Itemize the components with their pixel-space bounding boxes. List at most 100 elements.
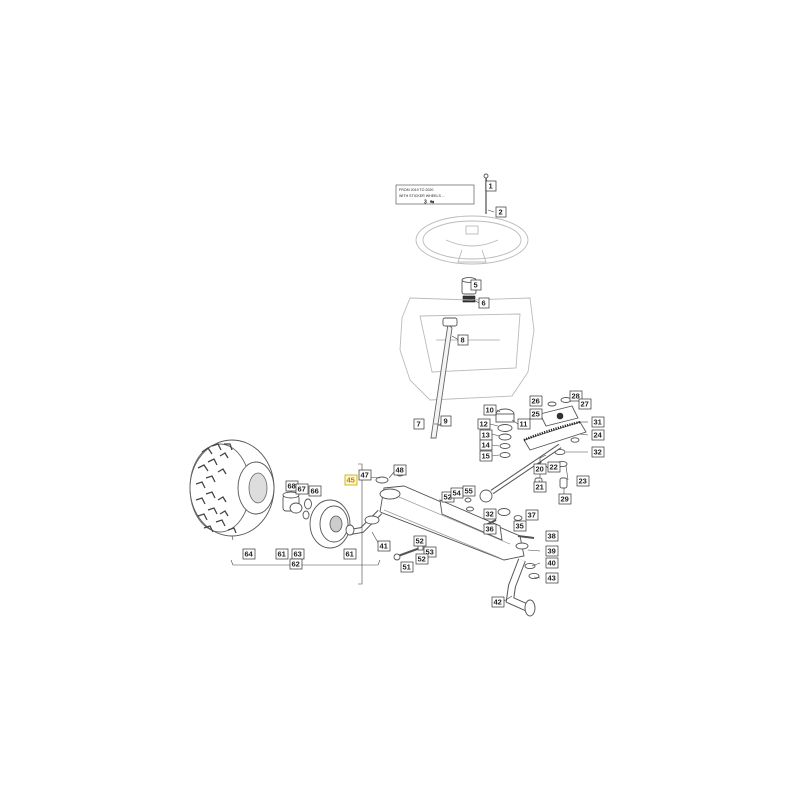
part-number-text: 14 [482, 441, 491, 450]
part-number-text: 53 [426, 548, 434, 557]
part-number-text: 48 [396, 466, 404, 475]
label-36: 36 [483, 523, 497, 535]
part-number-text: 13 [482, 431, 490, 440]
label-28: 28 [569, 390, 583, 402]
label-35: 35 [513, 520, 527, 532]
pinion-gear-assembly [495, 408, 515, 458]
label-24: 24 [591, 429, 605, 441]
part-number-text: 37 [528, 511, 536, 520]
label-64: 64 [242, 548, 256, 560]
label-47: 47 [358, 469, 372, 481]
part-number-text: 39 [548, 547, 556, 556]
label-8: 8 [457, 334, 469, 346]
label-54: 54 [450, 487, 464, 499]
label-61a: 61 [275, 548, 289, 560]
variant-note: FROM 2019 TO 2020 WITH STICKER WHEELS ..… [395, 184, 475, 206]
part-number-text: 25 [532, 410, 540, 419]
label-52b: 52 [413, 535, 427, 547]
part-number-text: 27 [581, 400, 589, 409]
part-number-text: 41 [380, 542, 388, 551]
part-number-text: 45 [347, 476, 355, 485]
label-43: 43 [545, 572, 559, 584]
label-32b: 32 [483, 508, 497, 520]
note-line-2: WITH STICKER WHEELS ... [399, 194, 445, 198]
label-48: 48 [393, 464, 407, 476]
part-number-text: 6 [482, 299, 486, 308]
part-number-text: 21 [536, 483, 544, 492]
note-symbol: ⇆ [430, 199, 435, 206]
label-37: 37 [525, 509, 539, 521]
tie-rod [479, 443, 562, 503]
label-42: 42 [491, 596, 505, 608]
part-number-text: 63 [294, 550, 302, 559]
part-number-text: 61 [346, 550, 354, 559]
leader-lines [231, 177, 589, 602]
label-2: 2 [495, 206, 507, 218]
label-15: 15 [479, 450, 493, 462]
label-12: 12 [477, 418, 491, 430]
part-number-text: 10 [486, 406, 494, 415]
right-spindle [505, 542, 540, 617]
label-38: 38 [545, 530, 559, 542]
label-52c: 52 [415, 553, 429, 565]
part-number-text: 51 [403, 563, 411, 572]
note-line-1: FROM 2019 TO 2020 [399, 188, 433, 192]
part-number-text: 5 [474, 281, 478, 290]
label-45: 45 [344, 474, 358, 486]
label-25: 25 [529, 408, 543, 420]
wheel-rim [309, 499, 355, 549]
part-number-text: 22 [550, 463, 558, 472]
part-number-text: 28 [572, 392, 580, 401]
part-number-text: 24 [594, 431, 603, 440]
part-number-text: 35 [516, 522, 524, 531]
label-6: 6 [478, 297, 490, 309]
label-5: 5 [470, 279, 482, 291]
part-labels: 1 2 5 6 8 7 9 10 11 12 13 14 15 26 28 27… [242, 180, 605, 608]
part-number-text: 62 [292, 560, 300, 569]
label-63: 63 [291, 548, 305, 560]
part-number-text: 8 [461, 336, 465, 345]
label-40: 40 [545, 557, 559, 569]
part-number-text: 23 [579, 477, 587, 486]
label-26: 26 [529, 395, 543, 407]
sector-gear [523, 397, 587, 451]
part-number-text: 29 [561, 495, 569, 504]
part-number-text: 26 [532, 397, 540, 406]
part-number-text: 1 [489, 182, 493, 191]
part-number-text: 47 [361, 471, 369, 480]
label-20: 20 [533, 463, 547, 475]
label-1: 1 [485, 180, 497, 192]
label-66: 66 [308, 485, 322, 497]
label-22: 22 [547, 461, 561, 473]
part-number-text: 52 [416, 537, 424, 546]
part-number-text: 15 [482, 452, 490, 461]
part-number-text: 52 [418, 555, 426, 564]
label-10: 10 [483, 404, 497, 416]
label-61b: 61 [343, 548, 357, 560]
steering-wheel [415, 215, 529, 265]
part-number-text: 20 [536, 465, 544, 474]
label-29: 29 [558, 493, 572, 505]
part-number-text: 32 [486, 510, 494, 519]
label-41: 41 [377, 540, 391, 552]
part-number-text: 12 [480, 420, 488, 429]
part-number-text: 43 [548, 574, 556, 583]
part-number-text: 52 [444, 493, 452, 502]
part-number-text: 61 [278, 550, 286, 559]
tire [189, 439, 275, 537]
dashboard-outline [399, 297, 535, 401]
label-32a: 32 [591, 446, 605, 458]
part-number-text: 54 [453, 489, 462, 498]
label-55: 55 [462, 485, 476, 497]
label-31: 31 [591, 416, 605, 428]
label-23: 23 [576, 475, 590, 487]
part-number-text: 67 [298, 485, 306, 494]
part-number-text: 32 [594, 448, 602, 457]
label-7: 7 [413, 418, 425, 430]
part-number-text: 31 [594, 418, 602, 427]
label-53: 53 [423, 546, 437, 558]
part-number-text: 9 [444, 417, 448, 426]
part-number-text: 7 [417, 420, 421, 429]
part-number-text: 2 [499, 208, 503, 217]
